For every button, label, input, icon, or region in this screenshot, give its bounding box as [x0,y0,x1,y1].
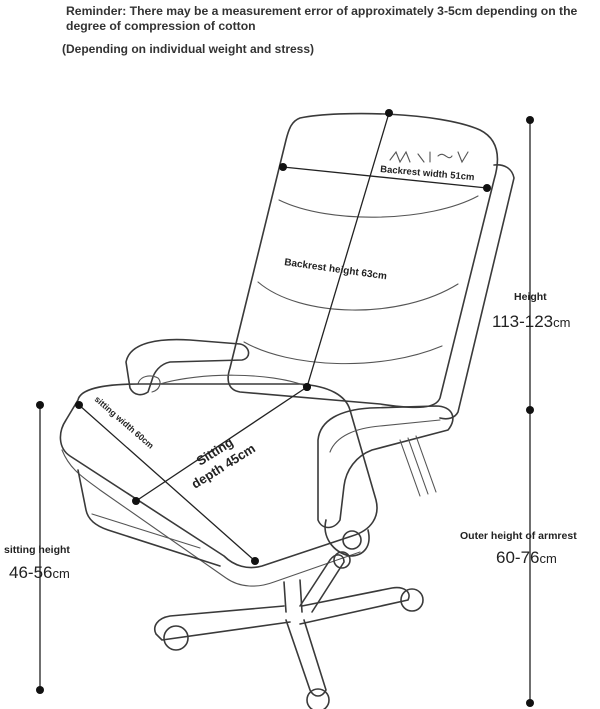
right-armrest-support [324,519,370,557]
height-measure [526,116,534,707]
sitting-height-number: 46-56 [9,563,52,582]
armrest-number: 60-76 [496,548,539,567]
headrest-logo [389,150,469,164]
sitting-width-measure [75,401,259,565]
height-unit: cm [553,315,570,330]
footrest [77,469,221,567]
height-number: 113-123 [492,312,553,331]
armrest-height-value: 60-76cm [496,548,557,567]
backrest-height-measure [303,109,393,391]
caster-left [163,625,189,651]
backrest-seam-middle [257,281,459,311]
sitting-height-value: 46-56cm [9,563,70,582]
reminder-note: Reminder: There may be a measurement err… [66,4,578,33]
right-armrest-knob [342,530,362,550]
left-armrest-support [137,375,161,393]
left-armrest [125,338,250,396]
backrest-height-label: Backrest height 63cm [284,257,388,282]
sitting-height-measure [36,401,44,694]
base-leg-front [285,619,327,697]
backrest-seam-lower [243,341,443,365]
armrest-height-title: Outer height of armrest [460,530,577,542]
footrest-edge [91,513,201,549]
right-armrest-pad [329,419,441,453]
right-armrest-ribbing [399,435,437,497]
seat-front-edge [61,449,361,587]
gas-lift [283,579,303,613]
base-leg-back [299,554,345,613]
chair-illustration [59,112,515,709]
height-title: Height [514,291,547,303]
backrest-outline [227,112,499,409]
caster-back [333,551,351,569]
sitting-depth-measure [132,383,311,505]
backrest-width-measure [279,163,491,192]
armrest-unit: cm [539,551,556,566]
base-leg-left [154,605,291,641]
right-armrest [317,405,454,529]
backrest-seam-top [278,195,479,218]
seat-cushion [59,383,378,569]
seat-inner-seam [159,374,307,387]
weight-stress-note: (Depending on individual weight and stre… [62,42,315,56]
height-value: 113-123cm [492,312,570,331]
sitting-height-title: sitting height [4,544,70,556]
backrest-side [439,164,515,420]
sitting-width-label: sitting width 60cm [93,394,156,451]
caster-right [400,588,424,612]
backrest-width-label: Backrest width 51cm [380,164,475,183]
caster-front [306,688,330,709]
sitting-height-unit: cm [52,566,69,581]
